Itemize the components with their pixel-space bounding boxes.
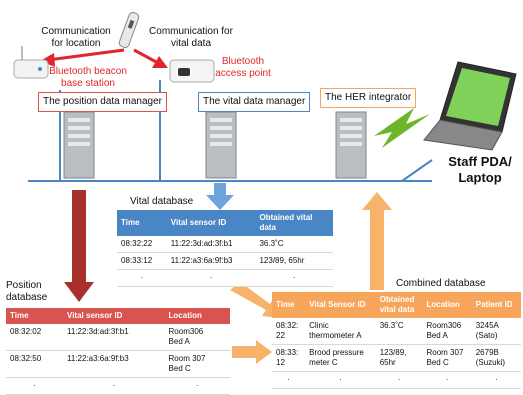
position-db-table: Time Vital sensor ID Location 08:32:02 1… <box>6 308 230 395</box>
cell: · <box>422 371 472 389</box>
table-row: 08:33: 12 Brood pressure meter C 123/89,… <box>272 344 521 372</box>
cell: · <box>63 377 165 395</box>
server-icon-her <box>335 111 367 179</box>
table-row: · · · <box>6 377 230 395</box>
cell: 11:22:3d:ad:3f:b1 <box>166 236 256 253</box>
server-icon-vital <box>205 111 237 179</box>
table-row: 08:32:02 11:22:3d:ad:3f:b1 Room306 Bed A <box>6 324 230 351</box>
combined-col-patient: Patient ID <box>475 300 513 309</box>
thermometer-icon <box>118 12 140 48</box>
cell: 08:33:12 <box>117 252 167 270</box>
combined-col-sensor: Vital Sensor ID <box>309 300 366 309</box>
cell: Clinic thermometer A <box>305 318 376 345</box>
table-row: 08:32: 22 Clinic thermometer A 36.3˚C Ro… <box>272 318 521 345</box>
combined-col-location: Location <box>426 300 460 309</box>
cell: 08:32:22 <box>117 236 167 253</box>
laptop-icon <box>423 61 517 151</box>
cell: Room 307 Bed C <box>422 344 472 372</box>
cell: 08:32: 22 <box>272 318 306 345</box>
table-row: 08:32:22 11:22:3d:ad:3f:b1 36.3˚C <box>117 236 333 253</box>
position-col-sensor: Vital sensor ID <box>67 311 123 320</box>
table-row: · · · <box>117 269 333 287</box>
cell: 11:22:a3:6a:9f:b3 <box>63 350 165 378</box>
cell: Brood pressure meter C <box>305 344 376 372</box>
server-icon-position <box>63 111 95 179</box>
cell: 2679B (Suzuki) <box>471 344 521 372</box>
cell: · <box>375 371 423 389</box>
red-down-arrow <box>64 190 94 302</box>
cell: · <box>272 371 306 389</box>
cell: · <box>164 377 230 395</box>
combined-db-title: Combined database <box>396 278 486 289</box>
cell: 11:22:a3:6a:9f:b3 <box>166 252 256 270</box>
cell: 123/89, 65hr <box>255 252 333 270</box>
cell: 08:32:50 <box>6 350 64 378</box>
table-row: · · · · · <box>272 371 521 389</box>
cell: · <box>471 371 521 389</box>
wireless-bolt-icon <box>374 108 430 148</box>
staff-device-label: Staff PDA/ Laptop <box>448 154 512 185</box>
vital-db-title: Vital database <box>130 196 194 207</box>
cell: Room306 Bed A <box>164 324 230 351</box>
position-col-location: Location <box>168 311 202 320</box>
cell: 36.3˚C <box>255 236 333 253</box>
cell: · <box>255 269 333 287</box>
red-arrow-to-beacon <box>40 48 125 67</box>
orange-diagonal-arrow <box>230 282 280 318</box>
combined-db-table: Time Vital Sensor ID Obtained vital data… <box>272 292 521 389</box>
cell: · <box>305 371 376 389</box>
beacon-device-icon <box>13 46 49 79</box>
cell: Room306 Bed A <box>422 318 472 345</box>
cell: 08:33: 12 <box>272 344 306 372</box>
combined-col-data: Obtained vital data <box>379 295 415 314</box>
orange-up-arrow <box>362 192 392 290</box>
vital-manager-box: The vital data manager <box>198 92 311 112</box>
comm-location-label: Communication for location <box>41 26 111 49</box>
table-row: 08:32:50 11:22:a3:6a:9f:b3 Room 307 Bed … <box>6 350 230 378</box>
bus-drop-staff <box>401 159 433 182</box>
her-integrator-box: The HER integrator <box>320 88 417 108</box>
access-point-device-icon <box>169 59 215 83</box>
beacon-label: Bluetooth beacon base station <box>49 66 127 89</box>
cell: 3245A (Sato) <box>471 318 521 345</box>
cell: 08:32:02 <box>6 324 64 351</box>
red-arrow-to-access-point <box>133 48 168 68</box>
position-col-time: Time <box>10 311 29 320</box>
cell: 123/89, 65hr <box>375 344 423 372</box>
orange-right-arrow <box>232 340 272 364</box>
cell: 11:22:3d:ad:3f:b1 <box>63 324 165 351</box>
comm-vital-label: Communication for vital data <box>149 26 233 49</box>
vital-col-data: Obtained vital data <box>259 213 313 232</box>
position-manager-box: The position data manager <box>38 92 167 112</box>
cell: · <box>166 269 256 287</box>
table-row: 08:33:12 11:22:a3:6a:9f:b3 123/89, 65hr <box>117 252 333 270</box>
vital-col-sensor: Vital sensor ID <box>170 218 227 227</box>
cell: · <box>6 377 64 395</box>
cell: · <box>117 269 167 287</box>
blue-down-arrow <box>206 183 234 210</box>
cell: 36.3˚C <box>375 318 423 345</box>
position-db-title: Position database <box>6 280 48 303</box>
combined-col-time: Time <box>276 300 295 309</box>
access-point-label: Bluetooth access point <box>215 56 271 79</box>
vital-col-time: Time <box>121 218 140 227</box>
vital-db-table: Time Vital sensor ID Obtained vital data… <box>117 210 333 287</box>
cell: Room 307 Bed C <box>164 350 230 378</box>
